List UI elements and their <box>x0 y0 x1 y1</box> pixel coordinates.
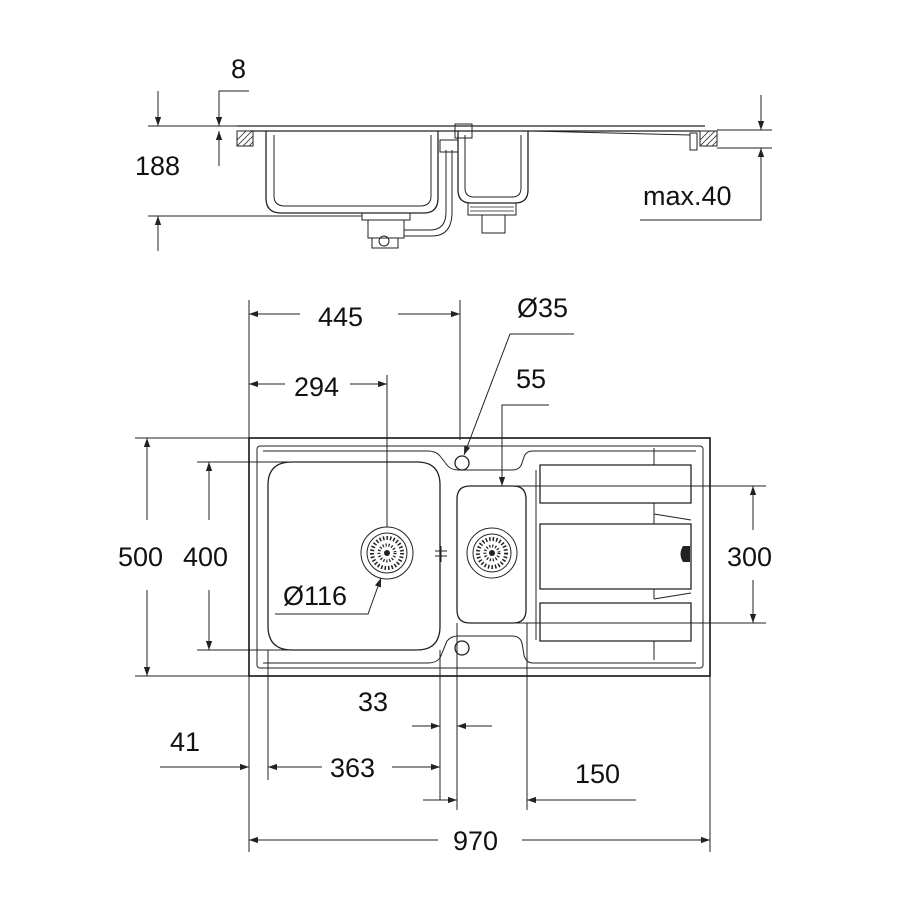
bottom-groove <box>263 635 696 664</box>
main-bowl-outer <box>265 131 439 214</box>
dim-300-label: 300 <box>727 542 772 572</box>
drainer-slope-line <box>531 130 691 136</box>
dim-8-arrow-top <box>215 90 249 126</box>
tap-hole-top <box>454 455 470 471</box>
small-bowl-inner <box>464 135 522 198</box>
dim-55-leader <box>498 404 549 486</box>
dim-41-label: 41 <box>170 727 200 757</box>
drainer-drip-notch <box>680 546 690 562</box>
overflow-pipe-outer <box>404 150 447 231</box>
dim-188-label: 188 <box>135 151 180 181</box>
dim-445-label: 445 <box>318 302 363 332</box>
overflow-symbol <box>435 546 447 562</box>
dim-33-label: 33 <box>358 687 388 717</box>
small-waste-ribs <box>470 206 514 212</box>
drainer-rib-3 <box>539 602 692 642</box>
small-bowl-outer <box>457 131 529 204</box>
main-waste-body <box>361 213 411 221</box>
sink-outline <box>248 437 711 677</box>
small-waste-outlet <box>481 215 506 234</box>
dim-970-label: 970 <box>453 826 498 856</box>
tap-hole-bottom <box>454 640 470 656</box>
dim-294-label: 294 <box>294 372 339 402</box>
dim-55-label: 55 <box>516 364 546 394</box>
main-waste-trap <box>367 220 405 239</box>
dim-500-label: 500 <box>118 542 163 572</box>
dim-150-label: 150 <box>575 759 620 789</box>
drainer-rib-1 <box>539 464 692 504</box>
dim-8-label: 8 <box>231 54 246 84</box>
side-elevation-view: 8 188 max.40 <box>135 54 772 251</box>
worktop-left-section <box>236 130 254 147</box>
tap-hole-fitting <box>454 123 473 139</box>
clip-right <box>689 132 698 151</box>
dim-400-label: 400 <box>183 542 228 572</box>
dim-max40-label: max.40 <box>643 181 732 211</box>
dim-35-leader <box>463 333 574 456</box>
main-waste-nut <box>378 235 390 247</box>
overflow-pipe-inner <box>404 150 453 237</box>
dim-116-leader <box>275 577 382 615</box>
dim-35-label: Ø35 <box>517 293 568 323</box>
dim-116-label: Ø116 <box>283 581 347 611</box>
top-groove <box>263 450 696 471</box>
worktop-right-hatch <box>699 130 718 147</box>
main-bowl <box>267 461 441 651</box>
small-waste-body <box>467 203 517 216</box>
worktop-left-hatch <box>236 130 254 147</box>
plan-view: 445 Ø35 294 55 500 400 300 Ø116 33 41 36… <box>118 293 772 856</box>
sink-rim-inner <box>256 445 704 669</box>
drainer <box>535 448 692 660</box>
dim-363-label: 363 <box>330 753 375 783</box>
small-drain <box>466 527 518 579</box>
main-waste-outlet <box>371 238 399 249</box>
drainer-rib-2 <box>539 523 692 590</box>
main-drain <box>360 526 414 580</box>
main-bowl-inner <box>273 135 432 207</box>
overflow-connector <box>439 139 459 153</box>
dim-40-arrow-bottom <box>640 148 765 221</box>
